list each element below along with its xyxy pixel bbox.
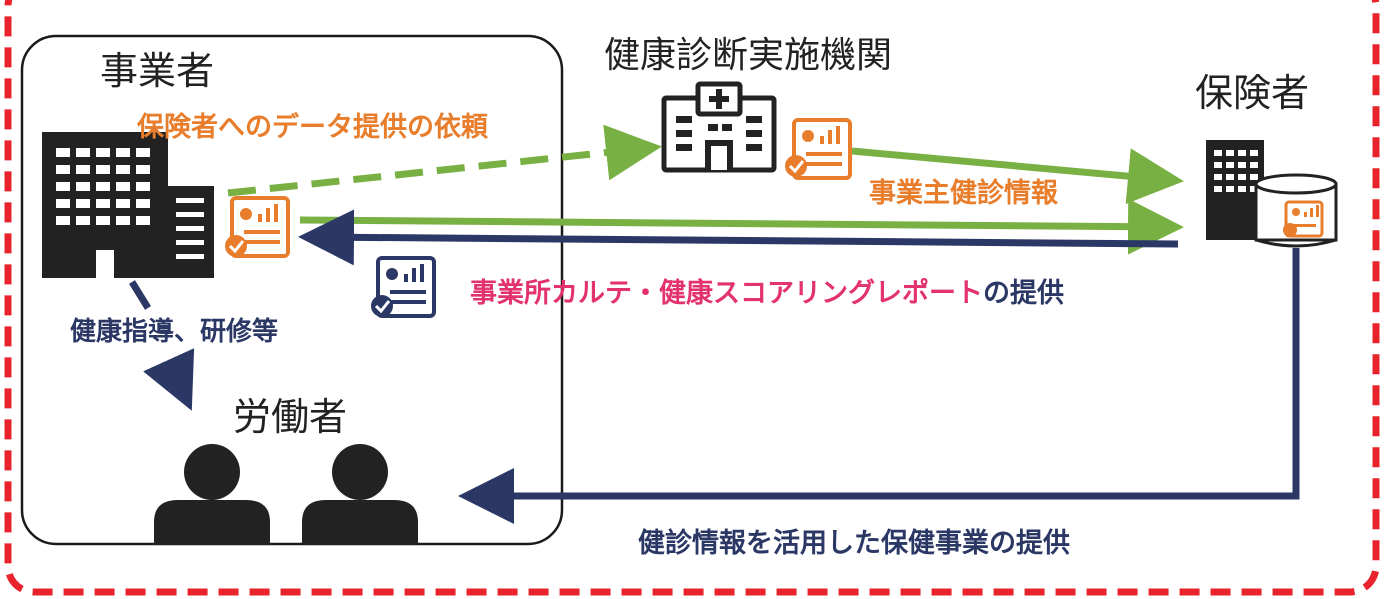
report-label-suffix: の提供 xyxy=(983,278,1064,309)
insurer-label: 保険者 xyxy=(1195,71,1310,115)
checkup-info-label: 事業主健診情報 xyxy=(869,178,1058,209)
request-label: 保険者へのデータ提供の依頼 xyxy=(137,112,488,143)
request-arrow xyxy=(227,124,662,197)
service-arrow xyxy=(458,248,1300,524)
office-building-icon xyxy=(42,132,214,278)
report-document-icon xyxy=(371,256,436,318)
report-document-icon xyxy=(785,118,852,180)
outer-dashed-border xyxy=(4,0,1380,596)
report-label: 事業所カルテ・健康スコアリングレポートの提供 xyxy=(470,280,1064,307)
report-return-arrow xyxy=(298,209,1179,266)
workers-label: 労働者 xyxy=(233,395,348,439)
report-document-icon xyxy=(1283,200,1324,238)
hospital-icon xyxy=(661,81,777,173)
institution-to-insurer-arrow xyxy=(851,147,1184,205)
employer-label: 事業者 xyxy=(100,49,215,93)
person-silhouette-icon xyxy=(154,444,270,545)
institution-label: 健康診断実施機関 xyxy=(604,35,893,76)
report-label-main: 事業所カルテ・健康スコアリングレポート xyxy=(470,278,983,309)
service-label: 健診情報を活用した保健事業の提供 xyxy=(638,528,1070,559)
employer-to-insurer-arrow xyxy=(299,198,1184,255)
employer-box xyxy=(20,34,564,546)
report-document-icon xyxy=(225,196,290,258)
person-silhouette-icon xyxy=(302,444,418,545)
guidance-label: 健康指導、研修等 xyxy=(70,317,279,347)
guidance-arrow xyxy=(143,348,195,411)
guidance-line xyxy=(129,280,151,310)
